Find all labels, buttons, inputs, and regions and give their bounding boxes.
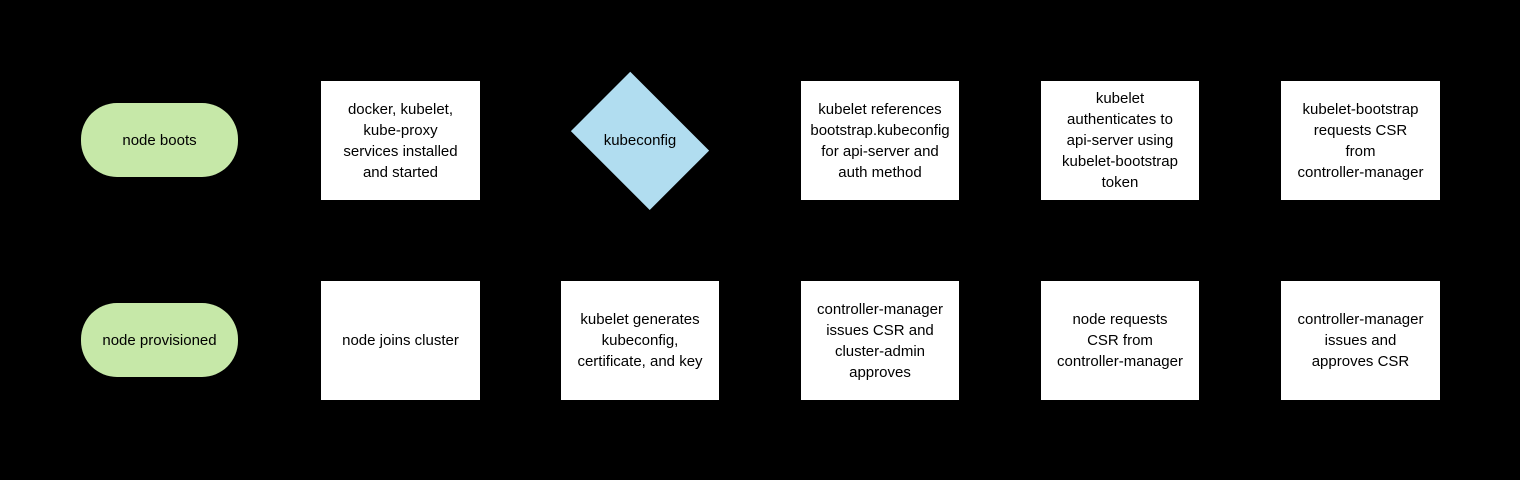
flow-node-label: node boots: [122, 131, 197, 149]
flow-node-controller-manager-issues-approves[interactable]: controller-manager issues and approves C…: [1281, 281, 1440, 400]
flow-node-label: kubelet references bootstrap.kubeconfig …: [810, 100, 950, 181]
flow-node-kubelet-references-bootstrap[interactable]: kubelet references bootstrap.kubeconfig …: [801, 81, 959, 200]
flow-node-kubelet-authenticates[interactable]: kubelet authenticates to api-server usin…: [1041, 81, 1199, 200]
flow-node-kubeconfig[interactable]: kubeconfig: [561, 71, 719, 210]
flow-node-node-joins-cluster[interactable]: node joins cluster: [321, 281, 480, 400]
flow-node-controller-manager-issues-csr[interactable]: controller-manager issues CSR and cluste…: [801, 281, 959, 400]
flow-node-node-boots[interactable]: node boots: [81, 103, 238, 177]
flow-node-kubelet-generates-kubeconfig[interactable]: kubelet generates kubeconfig, certificat…: [561, 281, 719, 400]
flow-node-node-requests-csr[interactable]: node requests CSR from controller-manage…: [1041, 281, 1199, 400]
flow-node-label: controller-manager issues CSR and cluste…: [817, 300, 943, 381]
flow-node-label: node requests CSR from controller-manage…: [1057, 311, 1183, 370]
flow-node-label: node provisioned: [102, 331, 217, 349]
flow-node-label: kubeconfig: [603, 132, 677, 149]
flow-node-node-provisioned[interactable]: node provisioned: [81, 303, 238, 377]
flow-node-kubelet-bootstrap-requests-csr[interactable]: kubelet-bootstrap requests CSR from cont…: [1281, 81, 1440, 200]
flow-node-label: kubelet-bootstrap requests CSR from cont…: [1297, 100, 1424, 181]
flow-node-label: docker, kubelet, kube-proxy services ins…: [343, 100, 458, 181]
flow-node-label: kubelet authenticates to api-server usin…: [1062, 90, 1178, 191]
flow-node-label: node joins cluster: [342, 332, 459, 349]
flow-node-label: controller-manager issues and approves C…: [1297, 311, 1424, 370]
flow-node-label: kubelet generates kubeconfig, certificat…: [577, 311, 703, 370]
flow-node-services-installed[interactable]: docker, kubelet, kube-proxy services ins…: [321, 81, 480, 200]
